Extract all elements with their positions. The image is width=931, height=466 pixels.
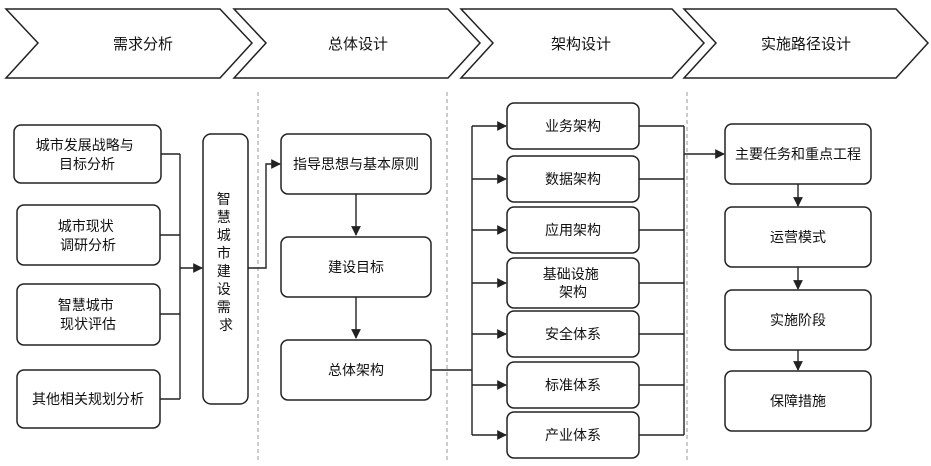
input-box-other-plans-label: 其他相关规划分析 [32,392,144,408]
arch-box-data-label: 数据架构 [545,172,601,188]
input-box-status-survey-label: 城市现状 调研分析 [58,218,118,254]
stage-label-architecture-design: 架构设计 [551,35,611,53]
stage-chevron-3 [459,8,706,79]
input-box-strategy-analysis [13,124,162,184]
impl-box-phases-label: 实施阶段 [770,313,826,329]
design-box-construction-goals-label: 建设目标 [328,260,384,276]
stage-label-overall-design: 总体设计 [328,35,388,53]
impl-box-safeguards-label: 保障措施 [770,394,826,410]
requirements-summary-box [202,133,249,405]
input-box-smart-city-assessment-label: 智慧城市 现状评估 [58,297,118,333]
impl-box-operation-mode-label: 运营模式 [770,230,826,246]
arrow-to-guiding-principles [248,159,281,269]
input-box-strategy-analysis-label: 城市发展战略与 目标分析 [36,137,138,173]
design-box-overall-architecture-label: 总体架构 [328,363,384,379]
arch-box-standards-label: 标准体系 [545,378,601,394]
stage-header-bar: 需求分析 总体设计 架构设计 实施路径设计 [4,8,930,79]
arch-box-security-label: 安全体系 [545,326,601,343]
impl-box-safeguards [724,370,872,432]
stage-label-implementation-path: 实施路径设计 [761,35,851,53]
arch-box-industry-label: 产业体系 [545,428,601,444]
input-box-smart-city-assessment [16,283,161,346]
arch-box-application-label: 应用架构 [545,222,601,239]
stage-label-requirements: 需求分析 [113,35,173,53]
stage-chevron-4 [682,8,930,79]
design-box-guiding-principles-label: 指导思想与基本原则 [293,156,419,173]
stage-chevron-2 [232,8,482,79]
input-box-status-survey [16,204,161,266]
arch-box-business-label: 业务架构 [545,119,601,135]
stage-chevron-1 [4,8,254,79]
arch-box-infrastructure-label: 基础设施 架构 [543,266,603,301]
impl-box-main-tasks-label: 主要任务和重点工程 [735,147,861,163]
requirements-summary-label: 智 慧 城 市 建 设 需 求 [217,192,235,334]
